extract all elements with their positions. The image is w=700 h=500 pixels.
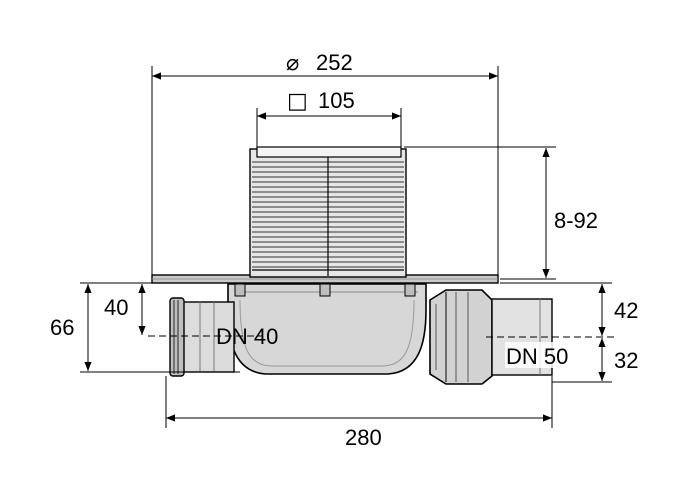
ribbed-extension [249,146,407,278]
square-symbol: □ [287,89,308,114]
height-adjust-value: 8-92 [554,208,598,233]
right-height-dimensions: 42 32 [500,282,638,383]
outlet-label: DN 50 [506,344,568,369]
square-value: 105 [318,88,355,113]
centerlines [148,335,616,338]
right-upper-value: 42 [614,298,638,323]
diameter-symbol: ⌀ [286,51,299,76]
left-height-dimensions: 66 40 [50,282,240,373]
right-lower-value: 32 [614,348,638,373]
height-adjust-dimension: 8-92 [404,146,598,280]
drain-body [227,283,427,375]
overall-length-dimension: 280 [165,376,553,450]
inlet-connector [169,297,235,377]
left-height-total: 66 [50,315,74,340]
diameter-dimension: ⌀ 252 [151,50,499,275]
overall-length-value: 280 [345,425,382,450]
square-dimension: □ 105 [256,88,402,150]
inlet-label: DN 40 [216,324,278,349]
left-height-inlet: 40 [104,295,128,320]
diameter-value: 252 [316,50,353,75]
